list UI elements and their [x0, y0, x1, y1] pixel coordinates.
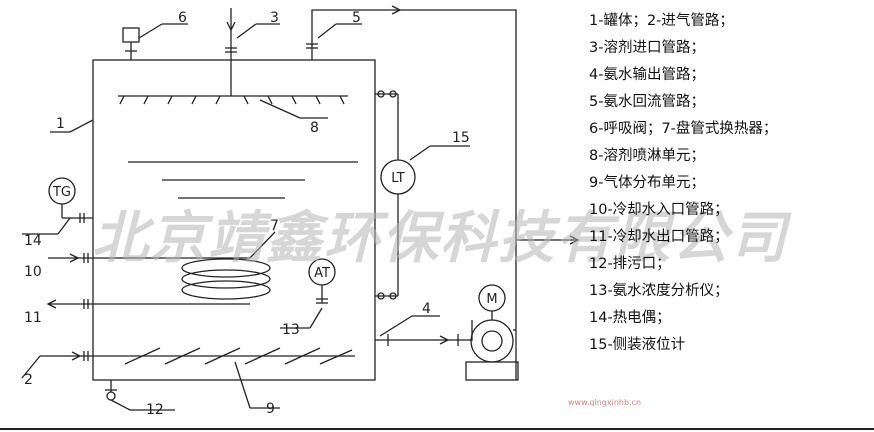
site-url: www.qingxinhb.cn — [568, 398, 642, 407]
legend-item: 9-气体分布单元； — [589, 175, 705, 191]
legend-item: 5-氨水回流管路； — [589, 94, 705, 110]
tank-body — [92, 59, 376, 381]
solvent-spray-unit — [118, 95, 348, 105]
callout-3: 3 — [270, 10, 279, 26]
coil-heat-exchanger — [48, 257, 271, 305]
legend-item: 8-溶剂喷淋单元； — [589, 148, 705, 164]
callout-6: 6 — [178, 10, 187, 26]
motor — [478, 284, 506, 320]
legend: 1-罐体；2-进气管路； 3-溶剂进口管路； 4-氨水输出管路； 5-氨水回流管… — [589, 8, 869, 359]
callout-9: 9 — [266, 401, 275, 417]
breather-valve — [122, 27, 140, 43]
legend-item: 1-罐体；2-进气管路； — [589, 13, 734, 29]
motor-label: M — [486, 292, 497, 307]
legend-item: 4-氨水输出管路； — [589, 67, 705, 83]
legend-item: 12-排污口； — [589, 256, 671, 272]
callout-13: 13 — [282, 322, 300, 338]
legend-item: 11-冷却水出口管路； — [589, 229, 729, 245]
at-label: AT — [314, 266, 330, 281]
lt-label: LT — [391, 171, 404, 186]
callout-5: 5 — [352, 10, 361, 26]
legend-item: 6-呼吸阀；7-盘管式换热器； — [589, 121, 778, 137]
pump — [465, 319, 519, 381]
gas-distribution-unit — [40, 347, 355, 365]
callout-1: 1 — [56, 116, 65, 132]
tg-label: TG — [52, 185, 71, 200]
legend-item: 14-热电偶； — [589, 310, 671, 326]
legend-item: 3-溶剂进口管路； — [589, 40, 705, 56]
callout-12: 12 — [146, 402, 164, 418]
callout-4: 4 — [422, 301, 431, 317]
callout-2: 2 — [24, 372, 33, 388]
callout-15: 15 — [452, 130, 470, 146]
legend-item: 13-氨水浓度分析仪； — [589, 283, 729, 299]
callout-7: 7 — [270, 218, 279, 234]
callout-11: 11 — [24, 310, 42, 326]
bottom-divider — [0, 428, 874, 430]
legend-item: 15-侧装液位计 — [589, 337, 686, 353]
callout-10: 10 — [24, 264, 42, 280]
side-level-gauge — [375, 90, 416, 300]
legend-item: 10-冷却水入口管路； — [589, 202, 729, 218]
callout-8: 8 — [310, 120, 319, 136]
callout-14: 14 — [24, 233, 42, 249]
